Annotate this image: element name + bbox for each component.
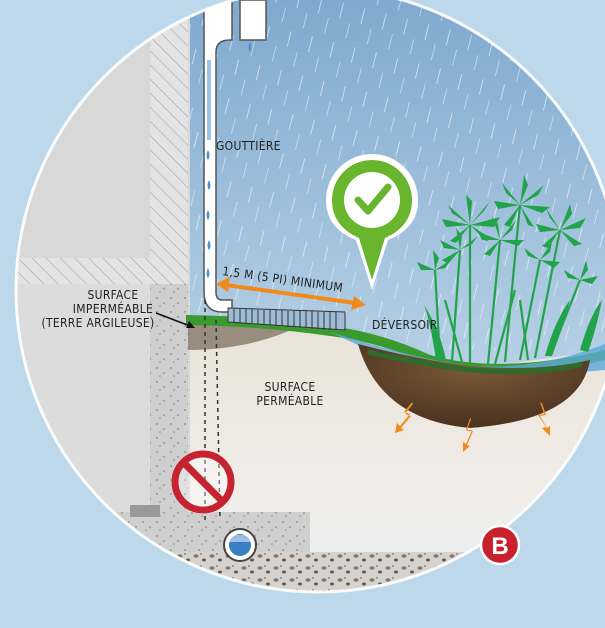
checkmark-icon — [326, 154, 418, 290]
splash-block — [227, 307, 346, 331]
impermeable-leader-line — [155, 312, 191, 327]
basin-grass-edge — [367, 349, 583, 375]
section-badge: B — [479, 524, 521, 566]
plant-leaves — [417, 175, 602, 360]
rain-garden-basin — [358, 344, 590, 428]
permeable-label-line2: PERMÉABLE — [256, 393, 323, 408]
impermeable-label-line1: SURFACE — [87, 288, 138, 302]
upper-wall — [150, 0, 188, 270]
floor-slab — [16, 258, 188, 284]
gutter-channel — [239, 0, 267, 41]
distance-arrow — [216, 277, 366, 310]
water-surface — [330, 332, 605, 375]
water-drops — [206, 42, 252, 278]
buried-drain-path — [204, 300, 221, 521]
permeable-label-line1: SURFACE — [264, 380, 315, 394]
gutter-label: GOUTTIÈRE — [216, 138, 281, 153]
grass-strip — [186, 315, 605, 374]
infiltration-arrows — [395, 402, 550, 452]
circle-border — [14, 0, 605, 594]
impermeable-label-line2: IMPERMÉABLE — [73, 301, 153, 316]
impermeable-label-line3: (TERRE ARGILEUSE) — [41, 316, 154, 330]
foundation-wall — [150, 284, 188, 534]
spillway-label: DÉVERSOIR — [372, 317, 438, 332]
footing-step — [130, 505, 160, 517]
no-entry-icon — [171, 450, 235, 514]
badge-letter: B — [491, 533, 508, 560]
